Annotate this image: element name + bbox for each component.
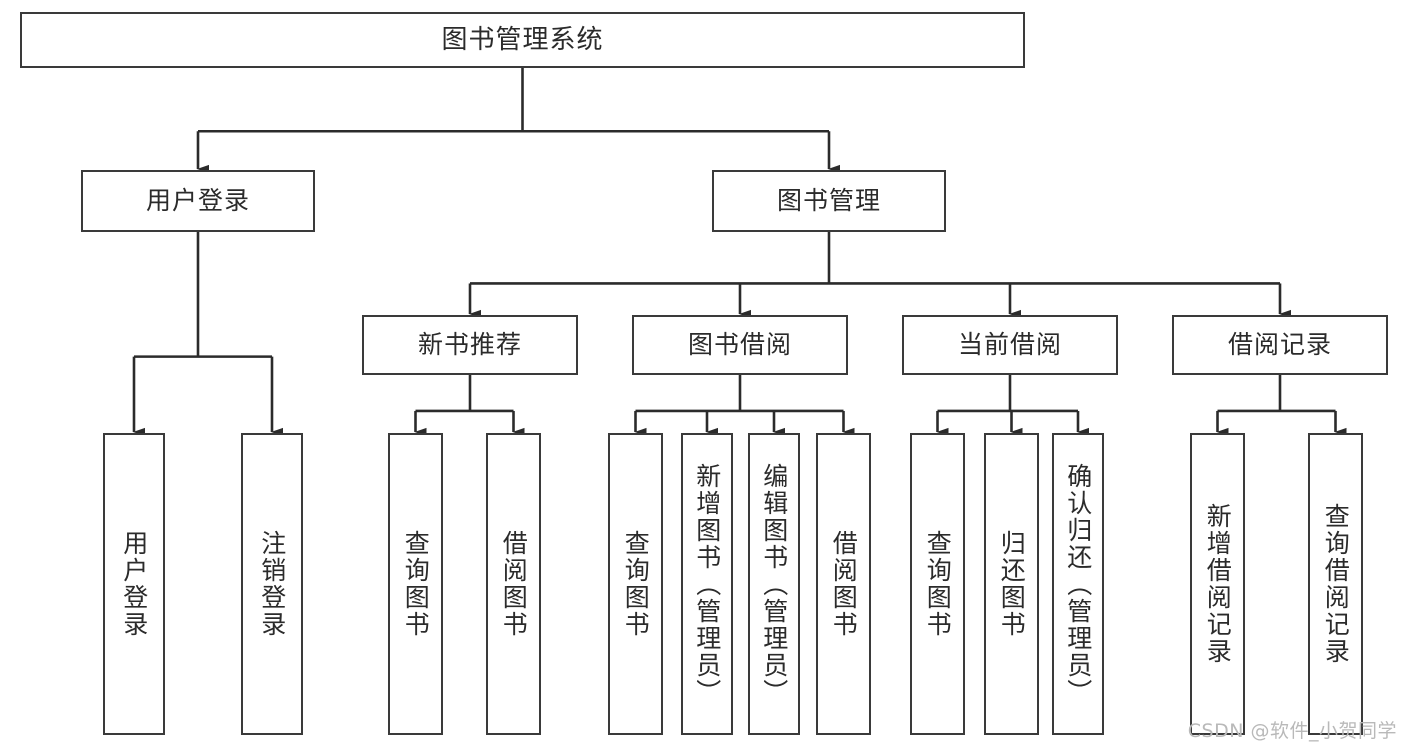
node-leaf-add-record-label: 新增借阅记录 [1203,503,1233,665]
node-leaf-query-book-1-label: 查询图书 [401,530,431,638]
node-leaf-user-login-label: 用户登录 [119,530,149,638]
node-user-login-label: 用户登录 [145,186,250,216]
node-leaf-user-logout[interactable]: 注销登录 [241,433,303,735]
node-book-management[interactable]: 图书管理 [712,170,946,232]
node-leaf-borrow-book-2-label: 借阅图书 [829,530,859,638]
node-leaf-confirm-return[interactable]: 确认归还（管理员） [1052,433,1104,735]
watermark-label: CSDN @软件_小贺同学 [1187,720,1397,742]
node-leaf-confirm-return-label: 确认归还（管理员） [1063,462,1093,706]
node-leaf-query-book-3[interactable]: 查询图书 [910,433,965,735]
node-root-label: 图书管理系统 [441,24,604,55]
node-borrow-record-label: 借阅记录 [1227,330,1332,360]
node-leaf-borrow-book-1-label: 借阅图书 [499,530,529,638]
node-leaf-user-login[interactable]: 用户登录 [103,433,165,735]
node-current-borrow[interactable]: 当前借阅 [902,315,1118,375]
node-leaf-query-book-3-label: 查询图书 [923,530,953,638]
node-new-book-recommend[interactable]: 新书推荐 [362,315,578,375]
node-root[interactable]: 图书管理系统 [20,12,1025,68]
node-leaf-query-record-label: 查询借阅记录 [1321,503,1351,665]
node-leaf-user-logout-label: 注销登录 [257,530,287,638]
node-book-borrow[interactable]: 图书借阅 [632,315,848,375]
node-user-login[interactable]: 用户登录 [81,170,315,232]
node-leaf-add-book[interactable]: 新增图书（管理员） [681,433,733,735]
node-leaf-query-book-2-label: 查询图书 [621,530,651,638]
node-leaf-query-book-1[interactable]: 查询图书 [388,433,443,735]
node-leaf-query-book-2[interactable]: 查询图书 [608,433,663,735]
node-leaf-add-book-label: 新增图书（管理员） [692,462,722,706]
node-leaf-edit-book-label: 编辑图书（管理员） [759,462,789,706]
node-book-borrow-label: 图书借阅 [687,330,792,360]
node-leaf-add-record[interactable]: 新增借阅记录 [1190,433,1245,735]
node-leaf-return-book[interactable]: 归还图书 [984,433,1039,735]
node-current-borrow-label: 当前借阅 [957,330,1062,360]
node-leaf-edit-book[interactable]: 编辑图书（管理员） [748,433,800,735]
node-leaf-return-book-label: 归还图书 [997,530,1027,638]
node-leaf-query-record[interactable]: 查询借阅记录 [1308,433,1363,735]
node-leaf-borrow-book-2[interactable]: 借阅图书 [816,433,871,735]
node-borrow-record[interactable]: 借阅记录 [1172,315,1388,375]
node-book-management-label: 图书管理 [776,186,881,216]
edges [132,68,1347,437]
node-leaf-borrow-book-1[interactable]: 借阅图书 [486,433,541,735]
node-new-book-recommend-label: 新书推荐 [417,330,522,360]
